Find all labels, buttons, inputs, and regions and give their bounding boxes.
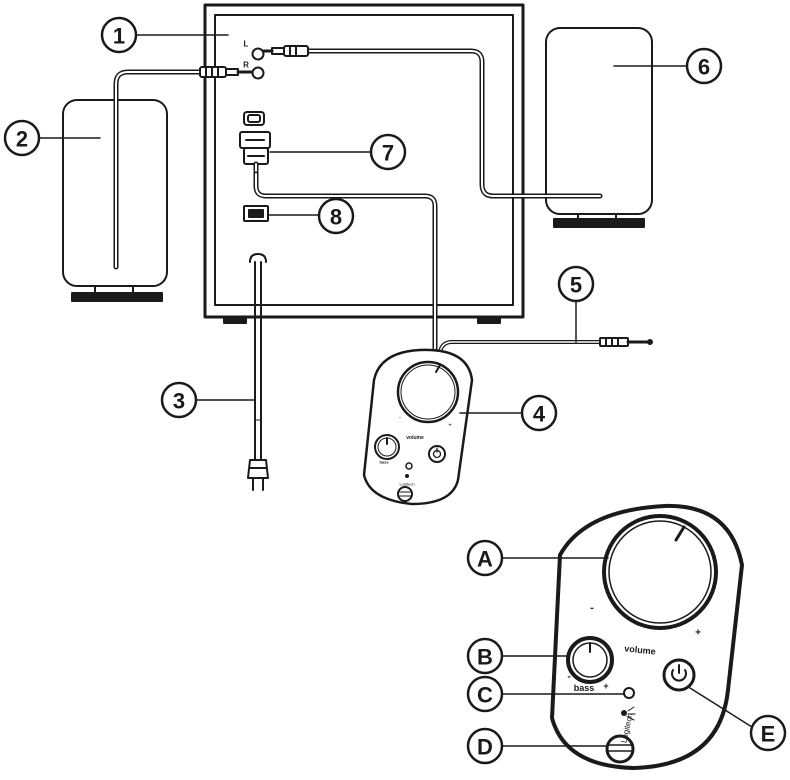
small-pod-volume-label: volume — [406, 435, 424, 441]
callout-6: 6 — [698, 55, 710, 80]
left-jack-label: L — [244, 40, 249, 49]
callout-circles — [3, 16, 787, 765]
small-pod-bass-label: bass — [379, 460, 389, 465]
right-speaker-cable — [262, 45, 603, 199]
callout-7: 7 — [382, 141, 394, 166]
callout-A: A — [477, 547, 493, 572]
control-pod-port — [239, 111, 271, 177]
leader-lines — [39, 34, 753, 747]
left-speaker-cable — [113, 66, 254, 270]
large-pod-volume-minus: - — [590, 602, 594, 614]
callout-4: 4 — [533, 402, 546, 427]
small-pod-brand: Logitech — [399, 482, 414, 487]
audio-input-jacks — [251, 47, 265, 80]
subwoofer — [203, 3, 525, 324]
power-cord — [247, 253, 269, 491]
control-pod-small — [362, 348, 474, 506]
small-pod-plus: + — [448, 423, 452, 429]
callout-2: 2 — [16, 127, 28, 152]
right-satellite-speaker — [545, 27, 653, 228]
large-pod-bass-label: bass — [574, 683, 595, 693]
control-pod-cable — [253, 171, 438, 353]
small-pod-minus: - — [399, 415, 401, 421]
control-pod-detail — [550, 503, 744, 770]
large-pod-volume-label: volume — [624, 643, 656, 656]
power-switch — [243, 205, 269, 222]
callout-1: 1 — [113, 24, 125, 49]
callout-8: 8 — [330, 205, 342, 230]
right-jack-label: R — [243, 61, 249, 70]
callout-C: C — [477, 683, 493, 708]
callout-E: E — [761, 722, 776, 747]
callout-D: D — [477, 735, 493, 760]
large-pod-volume-plus: + — [695, 628, 701, 639]
callout-B: B — [477, 645, 493, 670]
headphone-cable — [438, 337, 653, 354]
large-pod-bass-minus: - — [567, 672, 570, 683]
callout-3: 3 — [173, 389, 185, 414]
large-pod-bass-plus: + — [603, 681, 608, 691]
callout-5: 5 — [570, 273, 582, 298]
